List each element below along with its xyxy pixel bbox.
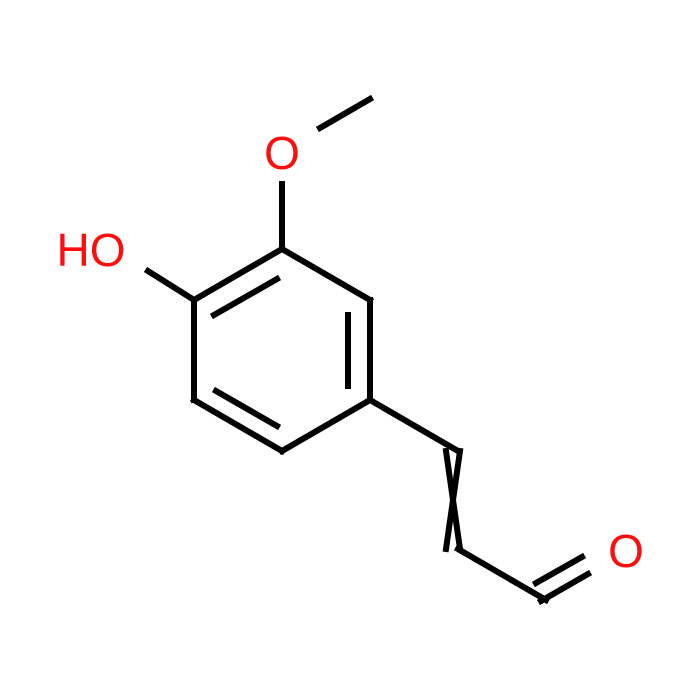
atom-labels: O HO O (57, 127, 644, 577)
hydroxyl-label: HO (57, 224, 126, 276)
bond-ring-c1-c2 (189, 244, 287, 305)
bond-methoxy-methyl (315, 94, 375, 133)
methoxy-oxygen-label: O (264, 127, 300, 179)
bonds (143, 94, 593, 606)
bond-vinyl-secondary (442, 447, 464, 553)
bond-ring-c4-c5 (277, 395, 375, 456)
bond-aldehyde-double-inner (531, 552, 587, 588)
bond-ring-inner-top-left (209, 274, 282, 320)
bond-ring-inner-bottom-left (211, 386, 282, 431)
bond-ring-c5-c6 (189, 395, 287, 456)
bond-vinyl-aldehyde-carbon (453, 544, 551, 605)
bond-ring-c2-c3 (277, 244, 375, 305)
bond-aldehyde-double-outer (536, 569, 593, 606)
aldehyde-oxygen-label: O (608, 525, 644, 577)
bond-aryl-hydroxyl (143, 266, 199, 305)
bond-aryl-vinyl (365, 395, 463, 456)
